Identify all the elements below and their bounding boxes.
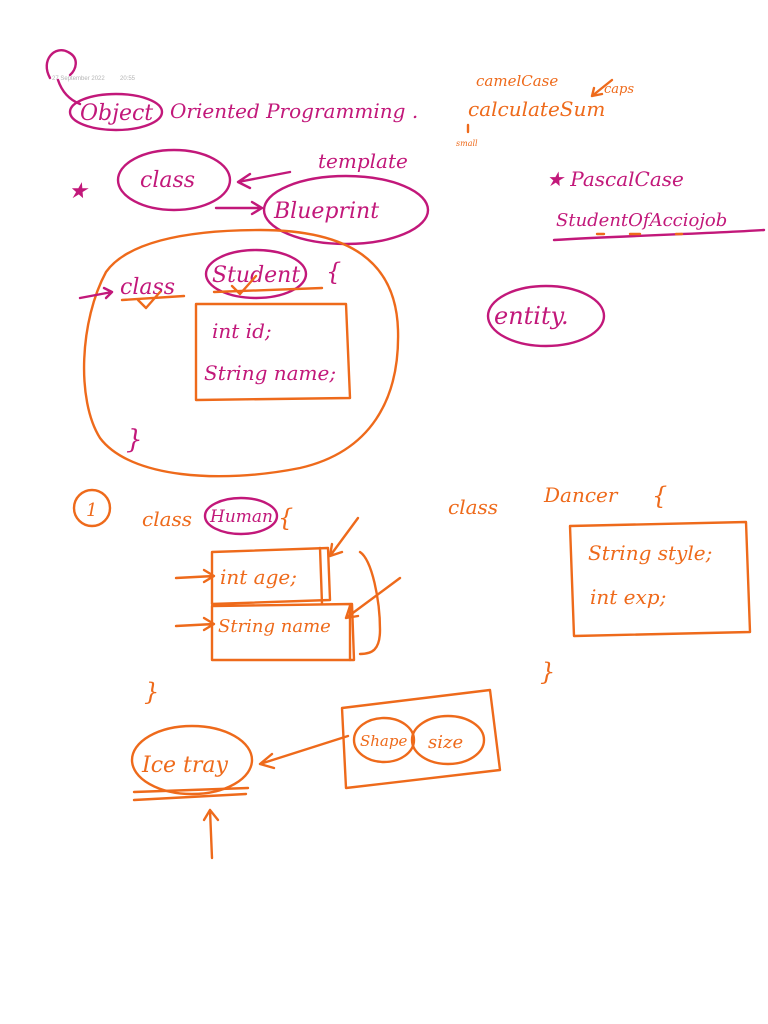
title-loop-mark (45, 49, 77, 80)
age-pointer-arrow (328, 516, 360, 558)
human-close-brace: } (144, 678, 159, 706)
human-field-2: String name (218, 616, 331, 637)
template-arrow (236, 170, 292, 190)
dancer-open-brace: { (652, 482, 667, 510)
human-field-1: int age; (220, 565, 297, 589)
blueprint-label: Blueprint (273, 199, 379, 224)
camel-case-group: camelCase caps calculateSum small (456, 72, 634, 148)
calculate-sum-label: calculateSum (468, 97, 605, 121)
pascal-case-label: ★ PascalCase (546, 167, 684, 191)
caps-arrow (590, 78, 614, 98)
human-field-name-box (210, 602, 356, 662)
name-arrow (174, 616, 216, 632)
caps-label: caps (604, 82, 634, 97)
student-outer-circle (82, 228, 400, 478)
student-field-2: String name; (204, 361, 336, 385)
blueprint-arrow (214, 200, 264, 216)
title-rest: Oriented Programming . (170, 99, 418, 123)
object-circle (68, 92, 164, 132)
dancer-field-2: int exp; (590, 585, 666, 609)
shape-size-box (340, 688, 502, 790)
student-open-brace: { (326, 258, 341, 286)
size-label: size (428, 732, 463, 753)
example-number: 1 (86, 500, 97, 521)
template-label: template (318, 149, 408, 173)
header-stamp: 27 September 2022 20:55 (52, 76, 136, 82)
shape-label: Shape (360, 732, 407, 750)
ice-tray-underlines (132, 786, 250, 802)
entity-label: entity. (494, 302, 569, 330)
student-name-underline (212, 286, 324, 294)
student-close-brace: } (126, 425, 143, 455)
human-right-bracket (358, 550, 382, 656)
dancer-fields-box (568, 520, 752, 638)
student-class-group: class Student { int id; String name; } (78, 228, 400, 478)
class-word: class (140, 168, 195, 193)
class-circle (116, 148, 232, 212)
shape-circle (352, 716, 416, 764)
human-open-brace: { (278, 504, 293, 532)
class-blueprint-group: ★ class template Blueprint (68, 148, 430, 246)
student-class-keyword: class (120, 275, 175, 300)
dancer-class-keyword: class (448, 495, 498, 519)
dancer-field-1: String style; (588, 541, 712, 565)
entity-group: entity. (486, 284, 606, 348)
dancer-class-group: class Dancer { String style; int exp; } (448, 482, 752, 686)
ice-tray-group: Ice tray Shape size (130, 688, 502, 860)
pascal-underline (552, 228, 766, 242)
ice-tray-arrow (258, 734, 350, 770)
human-class-name: Human (209, 507, 273, 527)
dancer-close-brace: } (540, 658, 555, 686)
entity-circle (486, 284, 606, 348)
student-field-1: int id; (212, 319, 272, 343)
student-class-arrow (78, 286, 114, 300)
example-number-circle (72, 488, 112, 528)
human-field-age-box (210, 546, 332, 606)
human-class-group: 1 class Human { int age; String name } (72, 488, 402, 706)
human-class-keyword: class (142, 507, 192, 531)
ice-tray-circle (130, 724, 254, 796)
header-date: 27 September 2022 (52, 76, 105, 82)
student-of-acciojob-label: StudentOfAcciojob (556, 210, 727, 231)
class-keyword-underline (120, 294, 186, 302)
title-word-object: Object (80, 101, 153, 126)
title-group: Object Oriented Programming . (45, 49, 418, 132)
class-keyword-check (136, 290, 162, 310)
human-name-circle (203, 496, 279, 536)
pascal-case-group: ★ PascalCase StudentOfAcciojob (546, 167, 766, 242)
student-fields-box (194, 302, 352, 402)
camel-case-label: camelCase (476, 72, 558, 90)
student-name-circle (204, 248, 308, 300)
age-arrow (174, 568, 216, 584)
student-name-check (230, 274, 258, 296)
dancer-class-name: Dancer (543, 483, 619, 507)
header-time: 20:55 (120, 76, 136, 82)
ice-tray-up-arrow (202, 808, 220, 860)
ice-tray-label: Ice tray (141, 753, 228, 778)
small-label: small (456, 139, 478, 148)
name-pointer-arrow (344, 576, 402, 620)
star-icon: ★ (68, 179, 89, 204)
title-loop-arrow (56, 78, 82, 106)
size-circle (410, 714, 486, 766)
